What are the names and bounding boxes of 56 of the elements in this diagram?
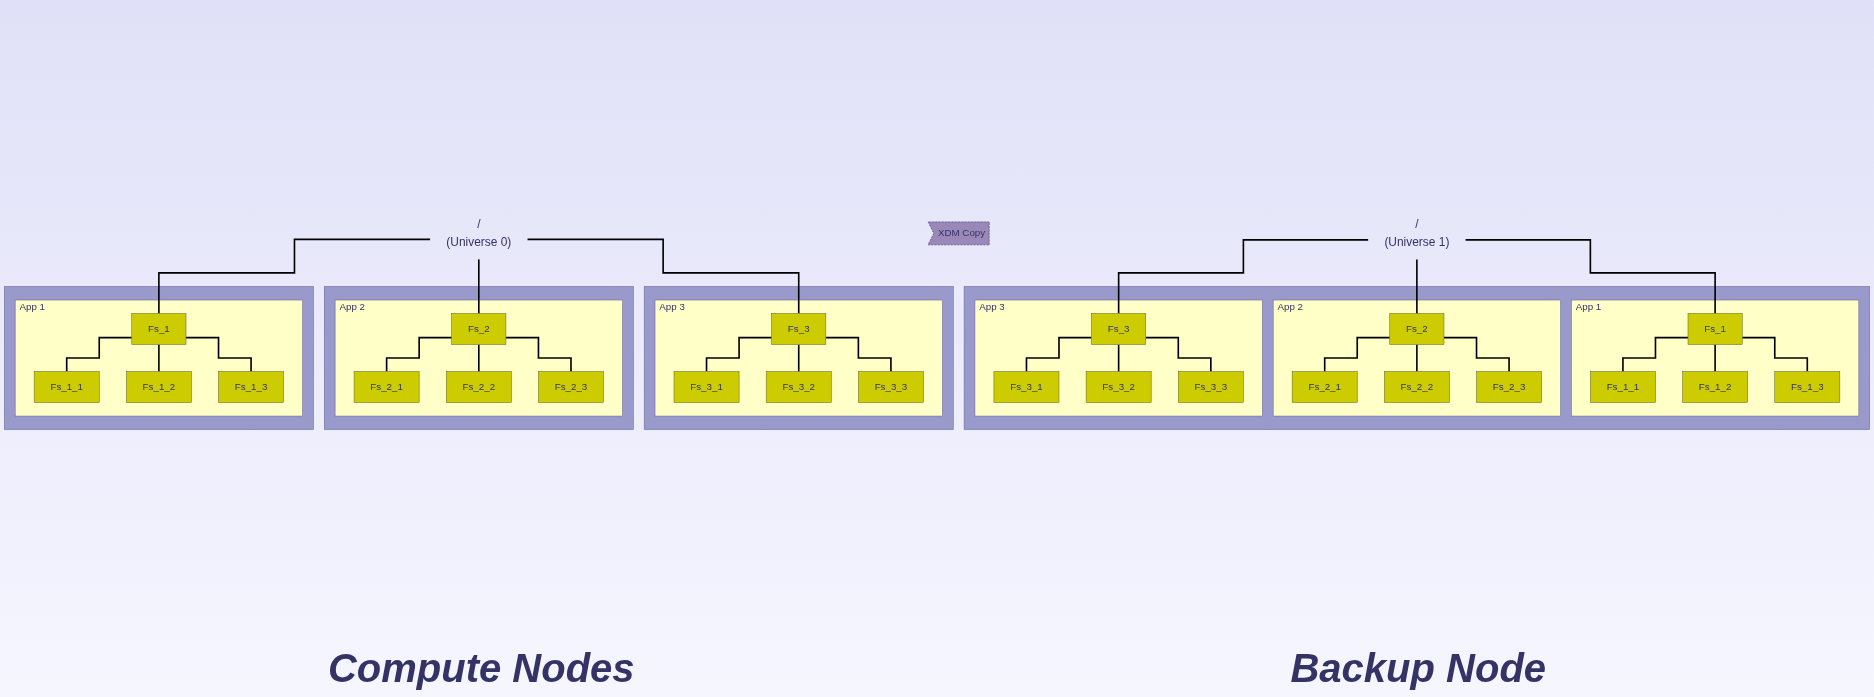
connector (825, 336, 892, 373)
node-box: Fs_3 (771, 313, 827, 345)
connector (1025, 336, 1093, 373)
connector (526, 238, 800, 315)
node-box: Fs_2 (1389, 313, 1445, 345)
section-caption: Backup Node (1290, 646, 1547, 691)
node-box: Fs_1 (131, 313, 187, 345)
cluster (643, 286, 954, 430)
node-text: / (Universe 1) (1384, 217, 1450, 250)
node-box: Fs_3_3 (858, 371, 924, 403)
connector (705, 336, 773, 373)
node-box: Fs_1_3 (1774, 371, 1841, 403)
connector (1714, 343, 1716, 373)
node-box: Fs_3_2 (1085, 371, 1152, 403)
node-box: Fs_1_2 (1682, 371, 1748, 403)
connector (1741, 336, 1809, 373)
node-box: Fs_3_1 (993, 371, 1060, 403)
connector (158, 238, 431, 315)
connector (1144, 336, 1212, 373)
node-box: Fs_1_3 (218, 371, 284, 403)
node-text: / (Universe 0) (446, 217, 512, 250)
node-box: Fs_3_2 (765, 371, 832, 403)
node-box: Fs_2_2 (446, 371, 512, 403)
connector (1416, 343, 1418, 373)
connector (478, 258, 480, 315)
node-box: Fs_2_3 (538, 371, 604, 403)
connector (65, 336, 133, 373)
node-box: Fs_2 (451, 313, 507, 345)
connector (505, 336, 572, 373)
node-box: Fs_2_1 (1291, 371, 1358, 403)
connector (1464, 239, 1716, 315)
cluster (963, 286, 1870, 430)
node-box: Fs_3 (1091, 313, 1147, 345)
node-box: Fs_1_2 (126, 371, 192, 403)
node-box: Fs_3_1 (673, 371, 740, 403)
node-box: Fs_2_3 (1476, 371, 1542, 403)
connector (1622, 336, 1689, 373)
node-box: Fs_1_1 (33, 371, 100, 403)
node-box: Fs_1 (1687, 313, 1743, 345)
section-caption: Compute Nodes (327, 646, 635, 691)
connector (385, 336, 453, 373)
connector (1117, 239, 1369, 315)
connector (1117, 343, 1120, 373)
cluster (4, 286, 314, 430)
connector (1416, 258, 1418, 315)
connector (185, 336, 252, 373)
node-box: Fs_2_2 (1384, 371, 1450, 403)
connector (1323, 336, 1391, 373)
node-box: Fs_2_1 (353, 371, 420, 403)
connector (1443, 336, 1510, 373)
node-box: Fs_1_1 (1590, 371, 1656, 403)
cluster (324, 286, 634, 430)
connector (158, 343, 160, 373)
connector (797, 343, 800, 373)
connector (478, 343, 480, 373)
node-box: Fs_3_3 (1178, 371, 1244, 403)
